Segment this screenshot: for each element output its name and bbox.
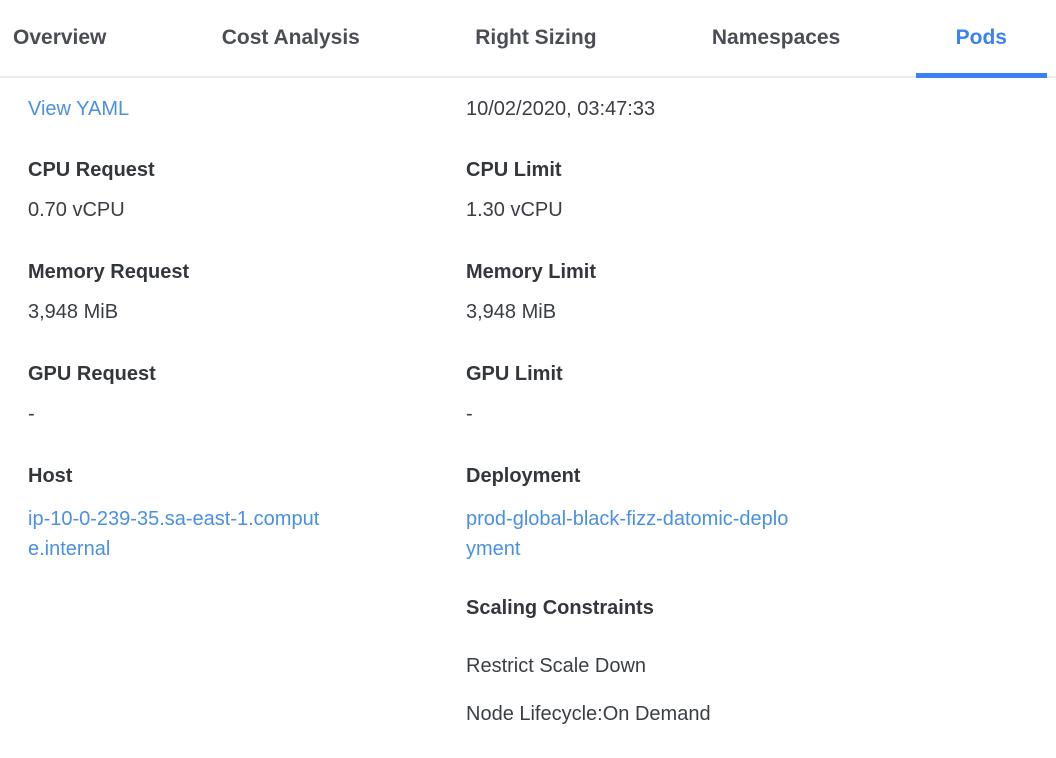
field-cpu-limit: CPU Limit 1.30 vCPU <box>466 158 1056 222</box>
field-cpu-request: CPU Request 0.70 vCPU <box>28 158 466 222</box>
details-grid: View YAML 10/02/2020, 03:47:33 CPU Reque… <box>28 97 1056 750</box>
memory-limit-label: Memory Limit <box>466 261 597 283</box>
field-gpu-request: GPU Request - <box>28 362 466 426</box>
gpu-limit-value: - <box>466 403 473 425</box>
host-label: Host <box>28 465 73 487</box>
tab-bar: Overview Cost Analysis Right Sizing Name… <box>0 0 1056 78</box>
cpu-limit-label: CPU Limit <box>466 159 562 181</box>
deployment-label: Deployment <box>466 465 581 487</box>
gpu-request-label: GPU Request <box>28 363 156 385</box>
pod-timestamp: 10/02/2020, 03:47:33 <box>466 98 656 120</box>
memory-request-value: 3,948 MiB <box>28 301 119 323</box>
view-yaml-link[interactable]: View YAML <box>28 98 130 120</box>
host-link[interactable]: ip-10-0-239-35.sa-east-1.compute.interna… <box>28 508 320 560</box>
tab-overview[interactable]: Overview <box>13 26 107 49</box>
cpu-request-label: CPU Request <box>28 159 155 181</box>
cpu-request-value: 0.70 vCPU <box>28 199 125 221</box>
pod-details-panel: View YAML 10/02/2020, 03:47:33 CPU Reque… <box>0 78 1056 750</box>
scaling-constraints-title: Scaling Constraints <box>466 597 654 619</box>
field-host: Host ip-10-0-239-35.sa-east-1.compute.in… <box>28 464 466 712</box>
field-memory-limit: Memory Limit 3,948 MiB <box>466 260 1056 324</box>
memory-limit-value: 3,948 MiB <box>466 301 557 323</box>
timestamp-cell: 10/02/2020, 03:47:33 <box>466 97 1056 121</box>
cpu-limit-value: 1.30 vCPU <box>466 199 563 221</box>
field-deployment: Deployment prod-global-black-fizz-datomi… <box>466 464 1026 564</box>
gpu-request-value: - <box>28 403 35 425</box>
memory-request-label: Memory Request <box>28 261 190 283</box>
tab-pods[interactable]: Pods <box>915 0 1048 78</box>
tab-cost-analysis[interactable]: Cost Analysis <box>221 26 360 49</box>
scaling-constraint: Node Lifecycle:On Demand <box>466 703 711 725</box>
deployment-link[interactable]: prod-global-black-fizz-datomic-deploymen… <box>466 508 789 560</box>
gpu-limit-label: GPU Limit <box>466 363 563 385</box>
field-gpu-limit: GPU Limit - <box>466 362 1056 426</box>
field-memory-request: Memory Request 3,948 MiB <box>28 260 466 324</box>
deployment-and-scaling-cell: Deployment prod-global-black-fizz-datomi… <box>466 464 1056 750</box>
view-yaml-cell: View YAML <box>28 97 466 121</box>
scaling-constraint: Restrict Scale Down <box>466 655 647 677</box>
tab-namespaces[interactable]: Namespaces <box>711 26 841 49</box>
tab-right-sizing[interactable]: Right Sizing <box>475 26 597 49</box>
